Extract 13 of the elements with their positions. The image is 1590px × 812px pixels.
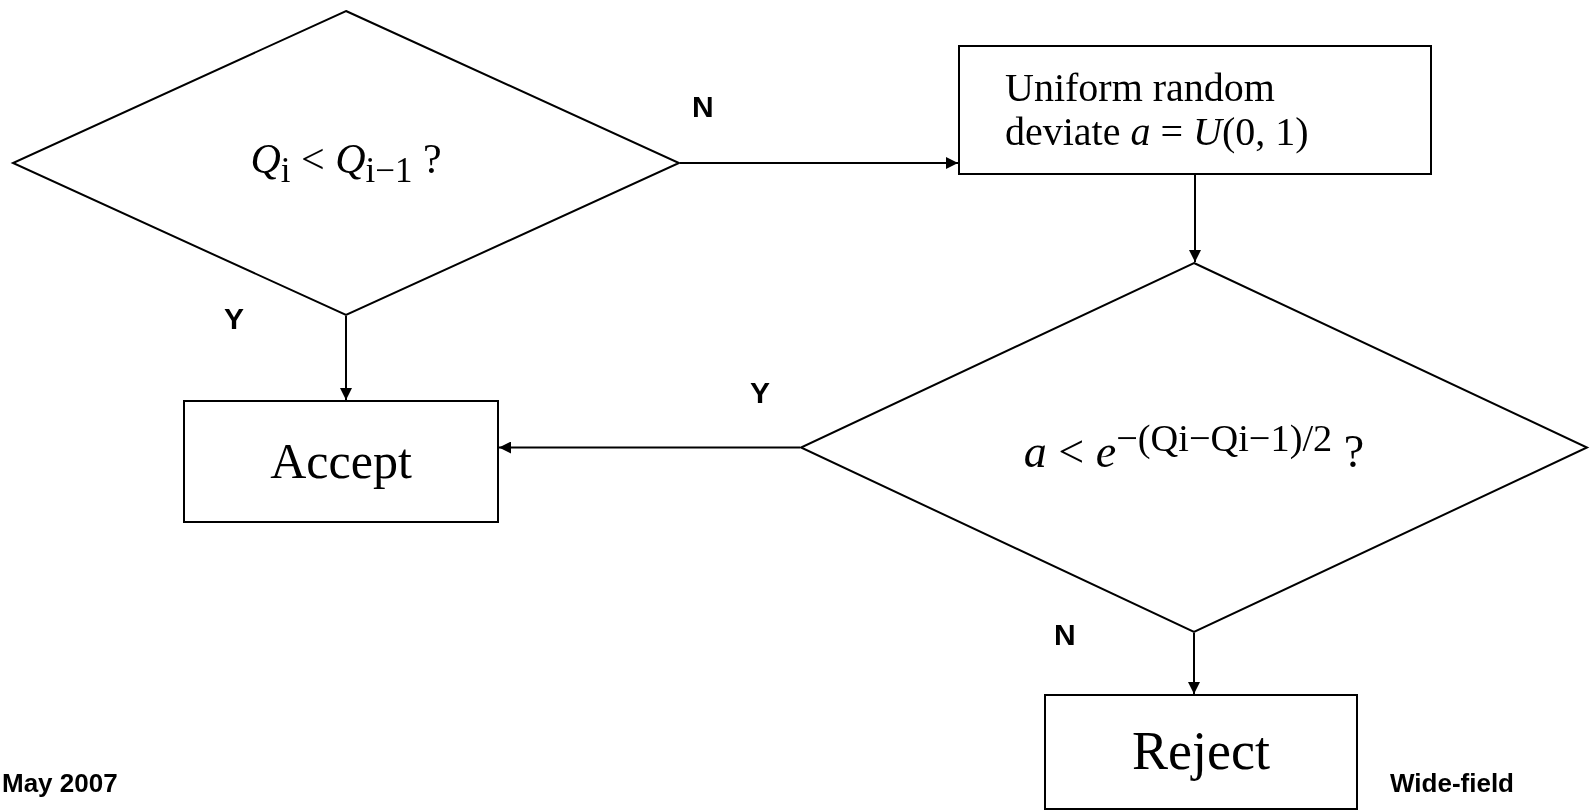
node-text: Reject	[1132, 722, 1270, 782]
arrow	[498, 441, 801, 454]
arrow	[679, 157, 959, 169]
process-box	[1044, 694, 1358, 810]
arrow	[340, 315, 352, 401]
node-text: Q$_{i}$ < Q$_{i−1}$ ?	[250, 135, 442, 191]
node-text: Accept	[270, 434, 412, 489]
process-box	[958, 45, 1432, 175]
process-box	[183, 400, 499, 523]
arrow	[1189, 174, 1201, 263]
node-text: a < e$^{−(Qi−Qi−1)/2}$ ?	[1023, 417, 1365, 478]
arrow	[1188, 632, 1200, 695]
node-text: Uniform random deviate a = U(0, 1)	[1005, 66, 1310, 154]
